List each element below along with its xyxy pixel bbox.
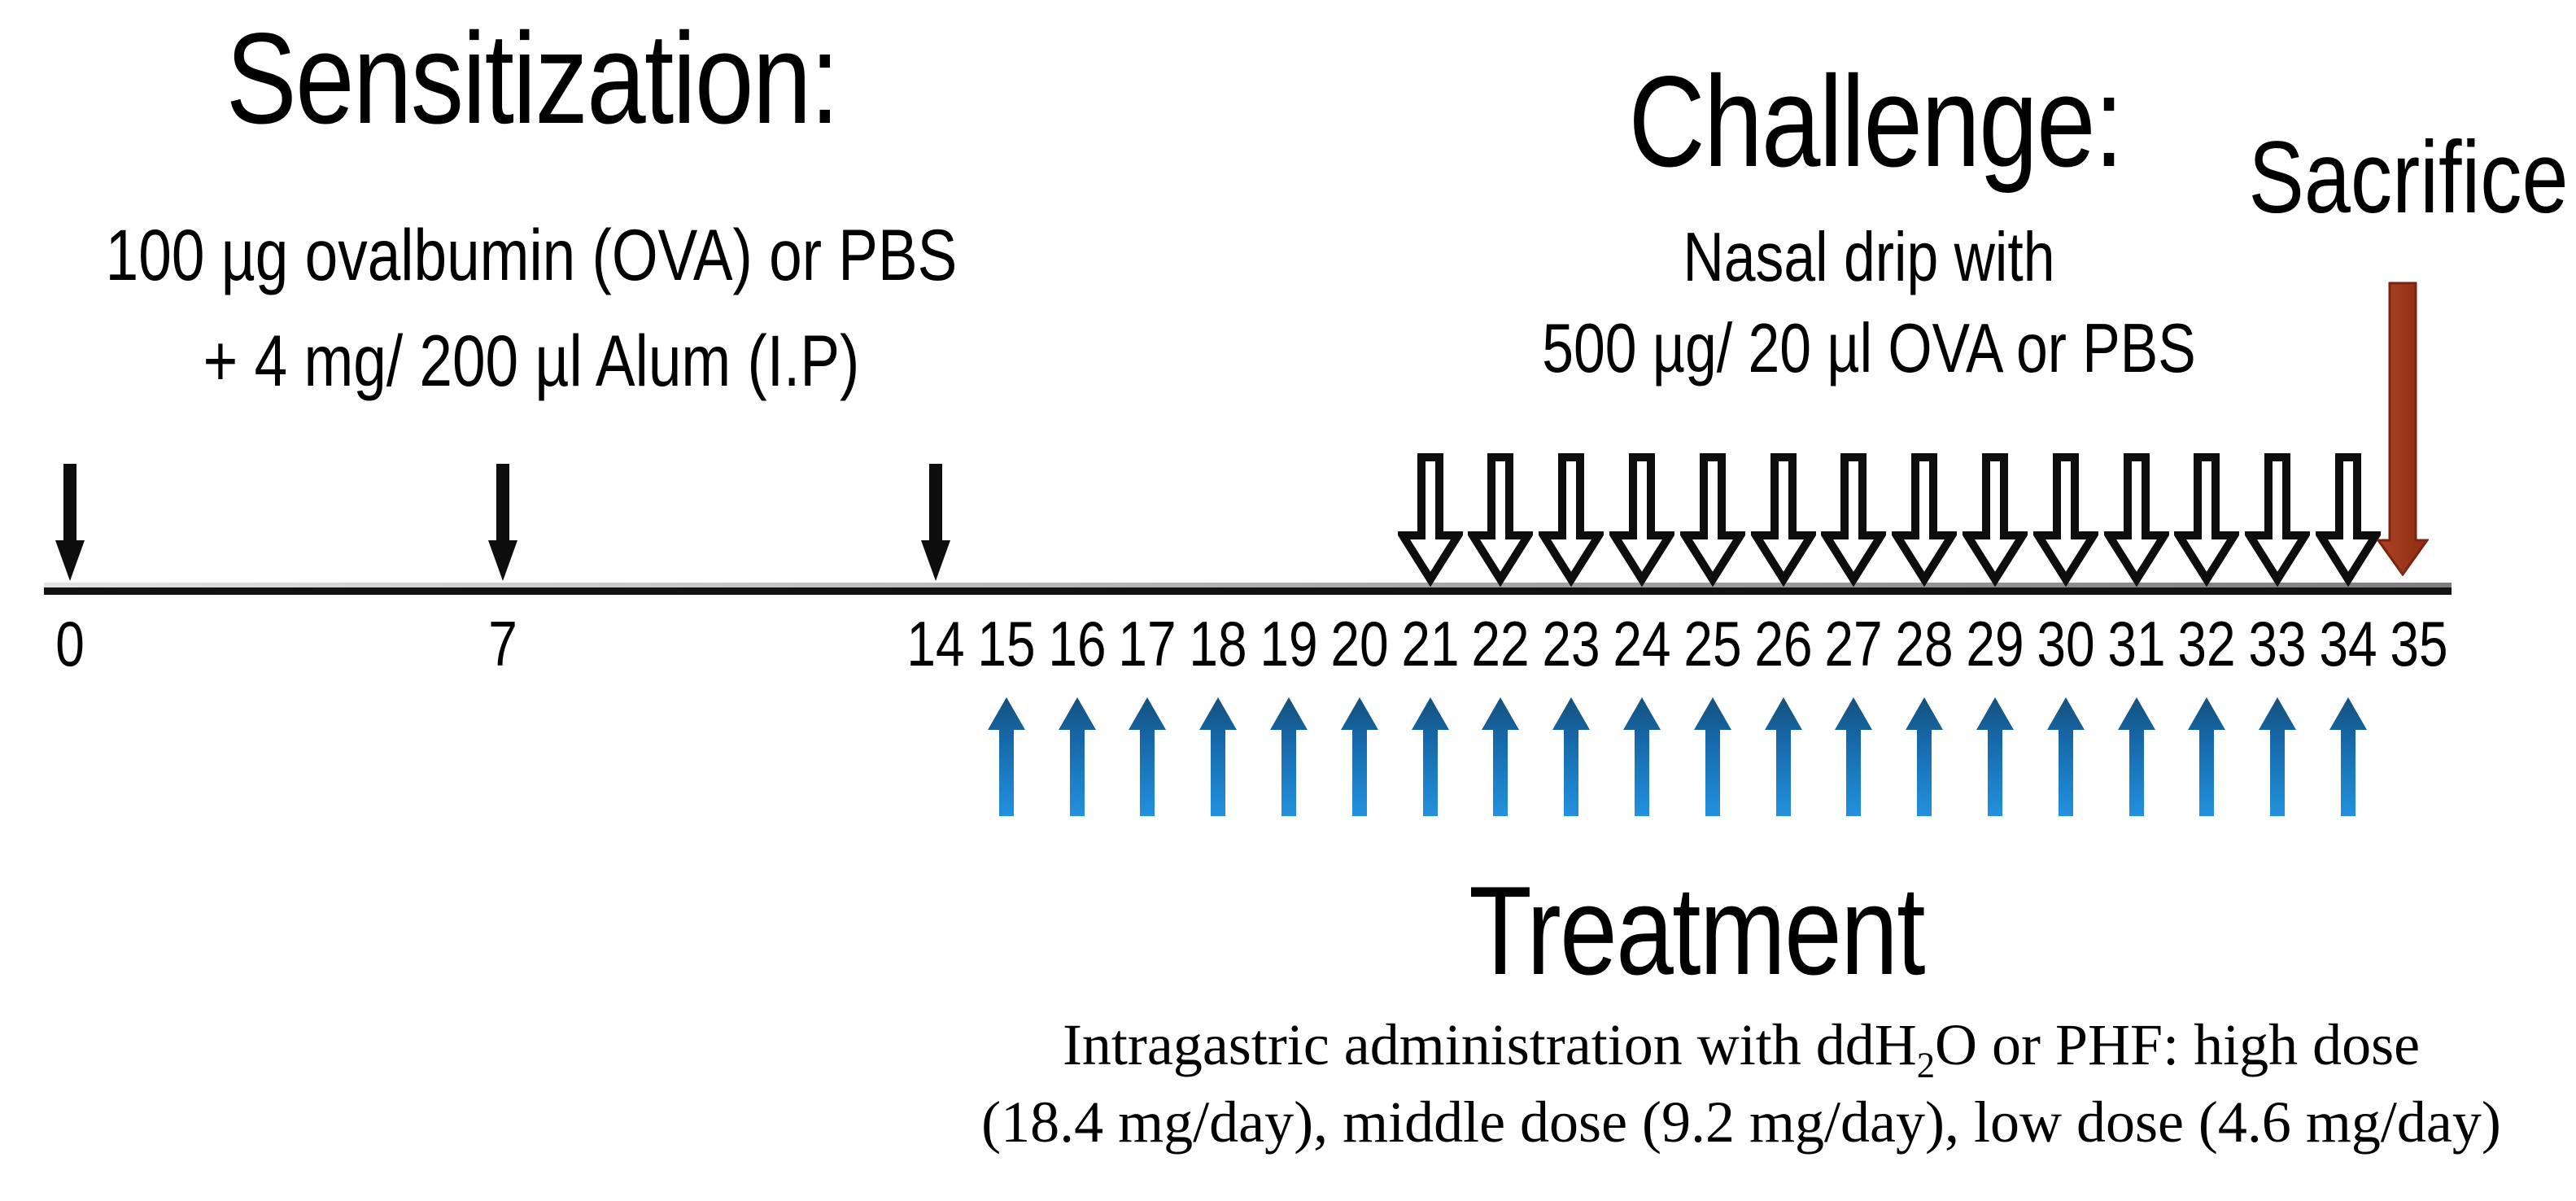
treatment-description-line1: Intragastric administration with ddH2O o… — [981, 1007, 2501, 1084]
treatment-arrow-day-20 — [1341, 697, 1378, 816]
challenge-arrow-day-34 — [2316, 453, 2381, 587]
day-label-27: 27 — [1824, 608, 1883, 679]
day-label-17: 17 — [1118, 608, 1177, 679]
challenge-description-line2: 500 µg/ 20 µl OVA or PBS — [1542, 310, 2196, 387]
treatment-arrow-day-15 — [988, 697, 1025, 816]
sensitization-arrow-day-14 — [921, 464, 950, 581]
challenge-arrow-day-27 — [1821, 453, 1886, 587]
challenge-title: Challenge: — [1628, 49, 2124, 194]
day-label-14: 14 — [906, 608, 965, 679]
sensitization-title: Sensitization: — [225, 6, 840, 151]
day-label-21: 21 — [1401, 608, 1460, 679]
timeline-axis — [44, 583, 2452, 595]
day-label-19: 19 — [1260, 608, 1318, 679]
treatment-arrow-day-17 — [1129, 697, 1166, 816]
day-label-23: 23 — [1542, 608, 1600, 679]
day-label-0: 0 — [55, 608, 85, 679]
day-label-28: 28 — [1895, 608, 1954, 679]
day-label-22: 22 — [1471, 608, 1530, 679]
day-label-20: 20 — [1330, 608, 1389, 679]
treatment-arrow-day-19 — [1270, 697, 1308, 816]
treatment-description: Intragastric administration with ddH2O o… — [981, 1007, 2501, 1161]
treatment-arrow-day-22 — [1482, 697, 1519, 816]
challenge-description: Nasal drip with 500 µg/ 20 µl OVA or PBS — [1542, 212, 2196, 395]
day-label-26: 26 — [1754, 608, 1813, 679]
sacrifice-label: Sacrifice — [2248, 121, 2569, 234]
sensitization-arrow-day-7 — [488, 464, 517, 581]
treatment-arrow-day-25 — [1694, 697, 1731, 816]
sensitization-description: 100 µg ovalbumin (OVA) or PBS + 4 mg/ 20… — [106, 202, 958, 413]
treatment-arrow-day-27 — [1835, 697, 1872, 816]
sensitization-description-line2: + 4 mg/ 200 µl Alum (I.P) — [203, 320, 860, 401]
treatment-arrow-day-28 — [1906, 697, 1943, 816]
challenge-arrow-day-31 — [2104, 453, 2169, 587]
treatment-arrow-day-18 — [1199, 697, 1237, 816]
day-label-15: 15 — [977, 608, 1036, 679]
treatment-arrow-day-21 — [1412, 697, 1449, 816]
day-label-33: 33 — [2248, 608, 2307, 679]
day-label-18: 18 — [1189, 608, 1247, 679]
sensitization-arrow-day-0 — [55, 464, 85, 581]
day-label-35: 35 — [2390, 608, 2448, 679]
treatment-arrow-day-31 — [2118, 697, 2155, 816]
treatment-arrow-day-33 — [2259, 697, 2296, 816]
challenge-arrow-day-32 — [2174, 453, 2239, 587]
treatment-arrow-day-32 — [2188, 697, 2225, 816]
challenge-arrow-day-25 — [1680, 453, 1745, 587]
treatment-description-line1-post: O or PHF: high dose — [1935, 1012, 2421, 1077]
challenge-arrow-day-24 — [1609, 453, 1674, 587]
treatment-arrow-day-30 — [2047, 697, 2085, 816]
challenge-arrow-day-30 — [2033, 453, 2098, 587]
treatment-description-line1-pre: Intragastric administration with ddH — [1062, 1012, 1917, 1077]
treatment-arrow-day-34 — [2329, 697, 2367, 816]
day-label-25: 25 — [1683, 608, 1742, 679]
challenge-description-line1: Nasal drip with — [1683, 219, 2055, 296]
challenge-arrow-day-33 — [2245, 453, 2310, 587]
challenge-arrow-day-21 — [1398, 453, 1463, 587]
challenge-arrow-day-29 — [1963, 453, 2028, 587]
challenge-arrow-day-26 — [1751, 453, 1816, 587]
treatment-description-subscript: 2 — [1916, 1044, 1936, 1085]
treatment-description-line2: (18.4 mg/day), middle dose (9.2 mg/day),… — [981, 1090, 2501, 1155]
treatment-title: Treatment — [1469, 860, 1925, 1001]
treatment-arrow-day-23 — [1552, 697, 1590, 816]
treatment-arrow-day-24 — [1623, 697, 1661, 816]
sacrifice-arrow — [2377, 282, 2429, 576]
challenge-arrow-day-22 — [1468, 453, 1533, 587]
treatment-arrow-day-29 — [1976, 697, 2014, 816]
sensitization-description-line1: 100 µg ovalbumin (OVA) or PBS — [105, 214, 958, 295]
challenge-arrow-day-28 — [1892, 453, 1957, 587]
day-label-7: 7 — [488, 608, 517, 679]
day-label-24: 24 — [1613, 608, 1671, 679]
day-label-16: 16 — [1048, 608, 1107, 679]
treatment-arrow-day-26 — [1765, 697, 1802, 816]
day-label-34: 34 — [2319, 608, 2377, 679]
day-label-30: 30 — [2037, 608, 2095, 679]
day-label-32: 32 — [2177, 608, 2236, 679]
day-label-31: 31 — [2107, 608, 2166, 679]
challenge-arrow-day-23 — [1539, 453, 1604, 587]
day-label-29: 29 — [1966, 608, 2024, 679]
treatment-arrow-day-16 — [1059, 697, 1096, 816]
